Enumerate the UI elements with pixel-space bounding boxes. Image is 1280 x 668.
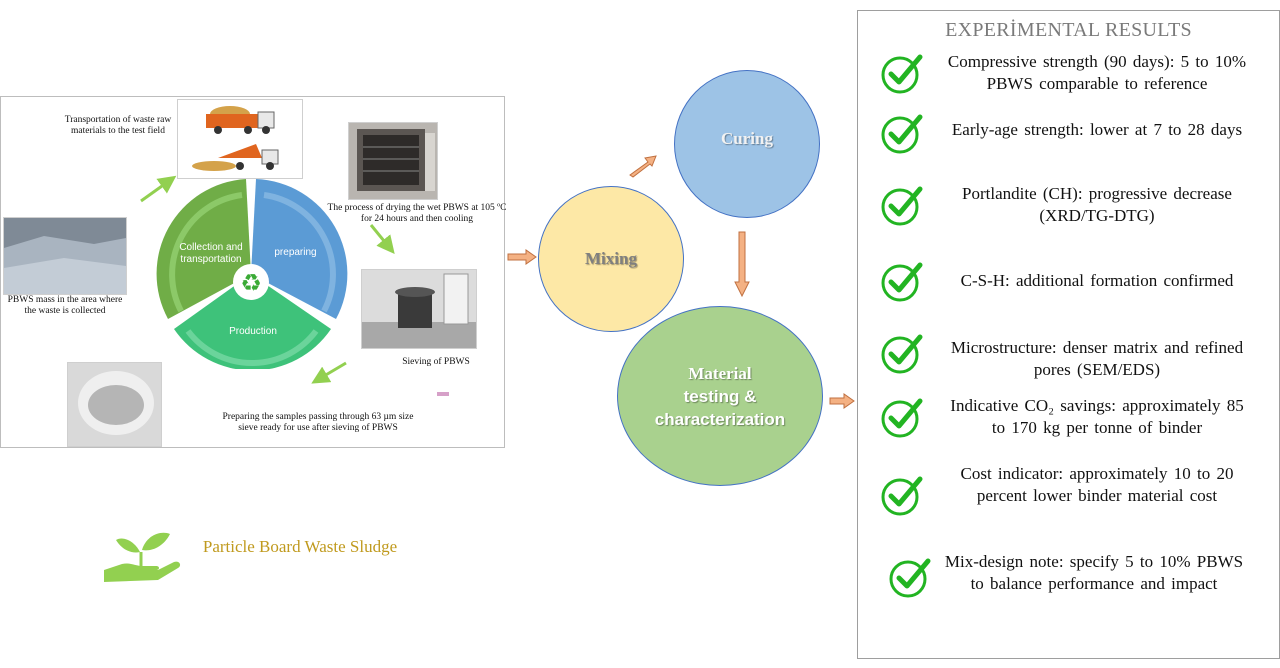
result-text: Early-age strength: lower at 7 to 28 day… [951, 120, 1243, 139]
mixing-label: Mixing [585, 249, 637, 268]
arrow-to-transport [140, 175, 177, 203]
check-icon [881, 186, 923, 226]
flow-arrows [507, 155, 855, 409]
result-text: Portlandite (CH): progressive decrease (… [962, 184, 1232, 225]
cycle-collection-label: Collection and transportation [179, 242, 243, 265]
cycle-segment-preparing [251, 179, 348, 319]
result-text: Compressive strength (90 days): 5 to 10%… [947, 52, 1247, 93]
check-icon [881, 476, 923, 516]
check-icon [881, 262, 923, 302]
sieving-caption: Sieving of PBWS [402, 357, 470, 367]
pbws-logo-label: Particle Board Waste Sludge [202, 537, 398, 556]
testing-label-line1: Material [688, 363, 752, 383]
mass-caption: PBWS mass in the area where the waste is… [7, 295, 123, 316]
cycle-preparing-label: preparing [274, 247, 317, 258]
testing-label-line3: characterization [654, 409, 786, 429]
process-cycle: ♻ [156, 179, 348, 369]
process-panel: Transportation of waste raw materials to… [0, 96, 507, 448]
curing-circle: Curing [674, 70, 820, 218]
trucks-image [177, 99, 303, 179]
arrow-mixing-to-curing [629, 155, 657, 178]
sieve-photo [361, 269, 477, 349]
testing-circle: Material testing & characterization [617, 306, 823, 486]
drying-caption: The process of drying the wet PBWS at 10… [327, 203, 507, 224]
cycle-production-label: Production [229, 326, 277, 337]
arrow-curing-to-testing [734, 231, 750, 298]
samples-caption: Preparing the samples passing through 63… [222, 412, 414, 433]
check-icon [881, 398, 923, 438]
marker-dash [437, 392, 449, 396]
check-icon [881, 334, 923, 374]
result-text: Mix-design note: specify 5 to 10% PBWS t… [944, 552, 1244, 593]
result-text: Indicative CO₂ savings: approximately 85… [950, 396, 1244, 437]
drying-oven-photo [348, 122, 438, 200]
testing-label-line2: testing & [683, 386, 757, 406]
results-title: EXPERİMENTAL RESULTS [945, 19, 1192, 41]
pbws-powder-photo [67, 362, 162, 447]
result-text: C-S-H: additional formation confirmed [960, 271, 1234, 290]
result-text: Cost indicator: approximately 10 to 20 p… [960, 464, 1234, 505]
results-panel: EXPERİMENTAL RESULTS Compressive strengt… [857, 10, 1280, 659]
pbws-mass-photo [3, 217, 127, 295]
check-icon [889, 558, 931, 598]
arrow-to-samples [311, 361, 347, 384]
mixing-circle: Mixing [538, 186, 684, 332]
check-icon [881, 54, 923, 94]
result-text: Microstructure: denser matrix and refine… [950, 338, 1244, 379]
process-arrows [140, 175, 395, 384]
arrow-testing-to-results [829, 393, 855, 409]
arrow-panel-to-mixing [507, 249, 537, 265]
recycle-icon: ♻ [240, 269, 262, 297]
check-icon [881, 114, 923, 154]
arrow-to-sieve [369, 224, 395, 254]
transport-caption: Transportation of waste raw materials to… [64, 115, 172, 136]
cycle-segment-collection [156, 179, 251, 319]
cycle-segment-production [174, 274, 331, 369]
plant-hand-icon [104, 532, 181, 582]
curing-label: Curing [721, 129, 773, 148]
